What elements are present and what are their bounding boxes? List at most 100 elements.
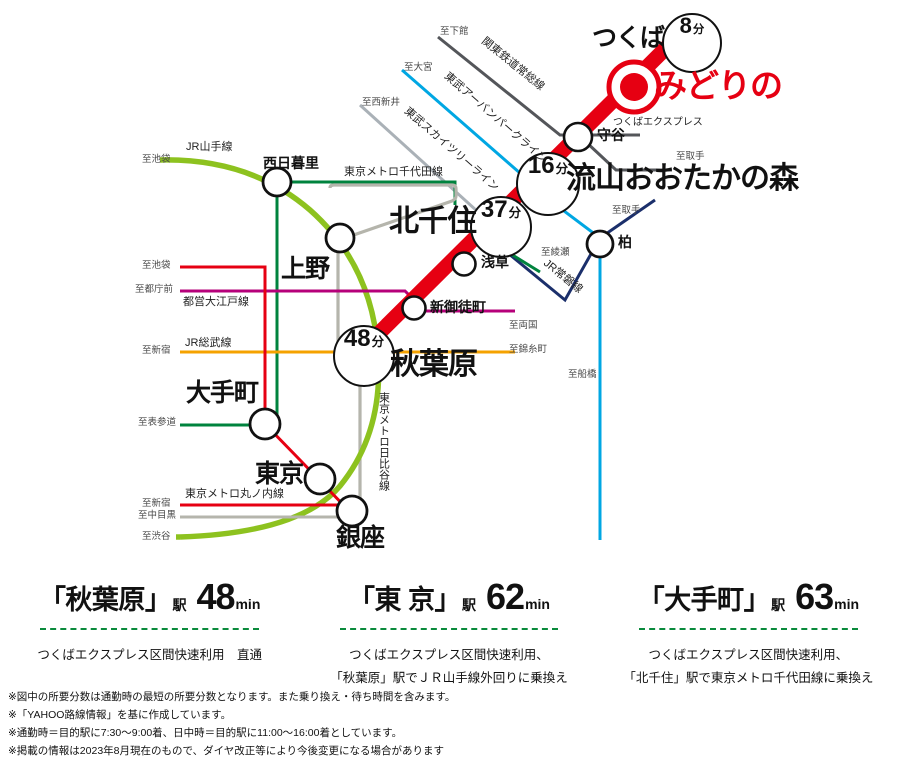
station-dot-nishinippori[interactable] [261,166,293,198]
line-label-tsukuba-express: つくばエクスプレス [613,117,703,128]
summary-heading: 「秋葉原」 駅 48 min [38,576,261,617]
bubble-unit: 分 [508,206,522,220]
line-label-metro-marunouchi: 東京メトロ丸ノ内線 [185,488,284,500]
summary-note-line: つくばエクスプレス区間快速利用、 [648,648,849,662]
summary-station: 「大手町」 [637,585,771,615]
line-label-toei-oedo: 都営大江戸線 [183,296,249,308]
station-label-otemachi: 大手町 [186,379,259,407]
summary-note-line: つくばエクスプレス区間快速利用、 [349,648,549,662]
dest-label-ayase: 至綾瀬 [541,247,570,258]
station-dot-moriya[interactable] [562,121,594,153]
station-dot-tokyo[interactable] [303,462,337,496]
dest-label-tochomae: 至都庁前 [135,284,174,295]
footnote-line: ※通勤時＝目的駅に7:30〜9:00着、日中時＝目的駅に11:00〜16:00着… [8,727,403,740]
dest-label-shibuya: 至渋谷 [142,531,171,542]
footnote-line: ※「YAHOO路線情報」を基に作成しています。 [8,709,232,722]
summary-card-tokyo: 「東 京」 駅 62 min つくばエクスプレス区間快速利用、 「秋葉原」駅でＪ… [299,566,598,686]
summary-note: つくばエクスプレス区間快速利用、 「北千住」駅で東京メトロ千代田線に乗換え [623,644,873,690]
summary-minutes: 48 [196,576,235,617]
station-label-midorino: みどりの [654,67,783,104]
dest-label-ryogoku: 至両国 [509,320,538,331]
summary-divider [339,628,559,630]
summary-minutes: 62 [486,576,525,617]
bubble-unit: 分 [692,24,705,36]
dest-label-omotesando: 至表参道 [138,417,177,428]
summary-eki: 駅 [172,597,187,613]
station-dot-midorino-inner [620,73,648,101]
summary-divider [639,628,858,630]
dest-label-omiya: 至大宮 [404,62,433,73]
summary-note-line: つくばエクスプレス区間快速利用 直通 [37,648,262,662]
line-moriya-toride [584,140,672,172]
summary-unit: min [834,596,860,612]
summary-note-line: 「秋葉原」駅でＪＲ山手線外回りに乗換え [330,671,568,686]
station-label-kashiwa: 柏 [618,234,632,250]
summary-note: つくばエクスプレス区間快速利用 直通 [37,644,262,667]
station-label-moriya: 守谷 [597,127,625,143]
station-dot-kashiwa[interactable] [585,229,615,259]
station-label-akihabara: 秋葉原 [390,348,478,381]
dest-label-ikebukuro-maru: 至池袋 [142,260,171,271]
station-dot-otemachi[interactable] [248,407,282,441]
summary-minutes: 63 [795,576,834,617]
station-dot-ginza[interactable] [335,494,369,528]
summary-eki: 駅 [771,597,786,613]
dest-label-shinjuku-sobu: 至新宿 [142,345,171,356]
bubble-unit: 分 [555,162,569,176]
summary-card-otemachi: 「大手町」 駅 63 min つくばエクスプレス区間快速利用、 「北千住」駅で東… [599,566,898,686]
dest-label-nishiarai: 至西新井 [362,97,401,108]
line-label-jr-sobu: JR総武線 [185,337,232,349]
line-label-metro-hibiya: 東京メトロ日比谷線 [377,392,390,491]
summary-note-line: 「北千住」駅で東京メトロ千代田線に乗換え [623,671,874,686]
bubble-minutes: 8 [679,13,692,38]
summary-row: 「秋葉原」 駅 48 min つくばエクスプレス区間快速利用 直通 「東 京」 … [0,566,898,686]
line-tobu-urban-park [401,68,602,540]
summary-unit: min [525,596,550,612]
summary-note: つくばエクスプレス区間快速利用、 「秋葉原」駅でＪＲ山手線外回りに乗換え [330,644,568,690]
station-label-shinokachimachi: 新御徒町 [430,299,486,315]
footnote-line: ※図中の所要分数は通勤時の最短の所要分数となります。また乗り換え・待ち時間を含み… [8,691,456,703]
summary-eki: 駅 [462,597,477,613]
dest-label-toride-kashiwa: 至取手 [612,205,641,216]
line-jr-joban [469,198,656,303]
line-label-metro-chiyoda: 東京メトロ千代田線 [344,166,443,178]
dest-label-nakameguro: 至中目黒 [138,510,177,521]
station-label-nagareyama: 流山おおたかの森 [566,162,799,195]
bubble-minutes: 16 [527,152,555,179]
station-dot-ueno[interactable] [324,222,356,254]
station-label-tsukuba: つくば [592,24,665,52]
dest-label-shinjuku-maru: 至新宿 [142,498,171,509]
summary-heading: 「東 京」 駅 62 min [348,576,550,617]
station-label-nishinippori: 西日暮里 [263,155,319,171]
station-label-ueno: 上野 [281,255,330,283]
station-label-asakusa: 浅草 [481,254,509,270]
footnote-line: ※掲載の情報は2023年8月現在のもので、ダイヤ改正等により今後変更になる場合が… [8,745,445,758]
dest-label-funabashi: 至船橋 [568,369,597,380]
station-dot-shinokachimachi[interactable] [401,295,427,321]
station-dot-asakusa[interactable] [451,251,477,277]
summary-heading: 「大手町」 駅 63 min [637,576,860,617]
summary-unit: min [235,596,261,612]
summary-card-akihabara: 「秋葉原」 駅 48 min つくばエクスプレス区間快速利用 直通 [0,566,299,686]
summary-station: 「秋葉原」 [38,585,172,615]
line-label-jr-yamanote: JR山手線 [186,141,233,153]
line-kanto-joso [437,35,640,137]
dest-label-kinshicho: 至錦糸町 [509,344,548,355]
summary-station: 「東 京」 [348,585,462,615]
station-label-kitasenju: 北千住 [389,205,477,238]
bubble-minutes: 37 [480,196,508,223]
summary-divider [40,628,259,630]
dest-label-shimodate: 至下館 [440,26,469,37]
bubble-unit: 分 [371,335,385,349]
bubble-minutes: 48 [343,325,371,352]
dest-label-ikebukuro-yamanote: 至池袋 [142,154,171,165]
station-label-ginza: 銀座 [336,524,385,552]
dest-label-toride-moriya: 至取手 [676,151,705,162]
footnotes: ※図中の所要分数は通勤時の最短の所要分数となります。また乗り換え・待ち時間を含み… [8,688,888,760]
station-label-tokyo: 東京 [255,460,304,488]
